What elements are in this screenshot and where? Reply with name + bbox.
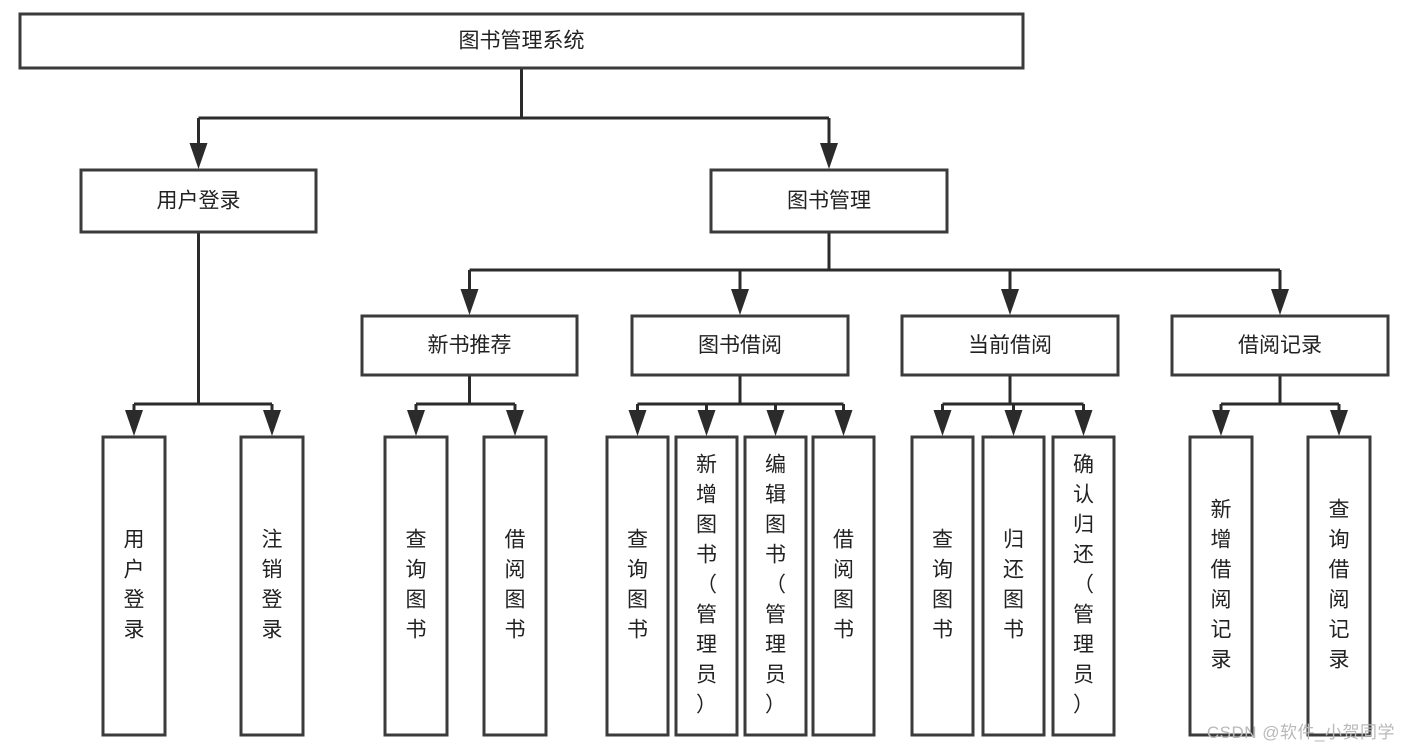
arrow-head-icon — [933, 410, 952, 436]
node-label-leaf-query-book-2: 查询图书 — [627, 529, 648, 642]
arrow-head-icon — [1212, 410, 1230, 436]
node-box-leaf-query-record[interactable] — [1306, 435, 1372, 737]
node-label-leaf-query-record: 查询借阅记录 — [1329, 499, 1350, 672]
node-leaf-add-book[interactable]: 新增图书（管理员） — [674, 435, 739, 737]
node-leaf-user-login[interactable]: 用户登录 — [101, 435, 167, 737]
node-box-leaf-add-book[interactable] — [674, 435, 739, 737]
arrow-head-icon — [697, 410, 716, 436]
node-label-current-borrow: 当前借阅 — [968, 334, 1052, 357]
arrow-head-icon — [1004, 410, 1023, 436]
node-box-leaf-borrow-book-2[interactable] — [811, 435, 876, 737]
node-box-leaf-add-record[interactable] — [1188, 435, 1254, 737]
node-leaf-borrow-book-2[interactable]: 借阅图书 — [811, 435, 876, 737]
arrow-head-icon — [263, 410, 281, 436]
arrow-head-icon — [628, 410, 647, 436]
node-label-book-borrow: 图书借阅 — [698, 334, 782, 357]
arrow-head-icon — [766, 410, 785, 436]
node-label-leaf-add-record: 新增借阅记录 — [1211, 499, 1232, 672]
node-leaf-query-book-3[interactable]: 查询图书 — [910, 435, 975, 737]
arrow-head-icon — [731, 289, 749, 315]
arrow-head-icon — [1330, 410, 1348, 436]
node-box-book-borrow[interactable] — [630, 314, 850, 377]
node-box-leaf-borrow-book-1[interactable] — [482, 435, 548, 737]
node-leaf-query-record[interactable]: 查询借阅记录 — [1306, 435, 1372, 737]
node-box-leaf-user-login[interactable] — [101, 435, 167, 737]
connector-layer — [125, 68, 1348, 436]
node-label-leaf-confirm-return: 确认归还（管理员） — [1073, 454, 1094, 717]
node-box-leaf-edit-book[interactable] — [743, 435, 808, 737]
arrow-head-icon — [407, 410, 425, 436]
node-box-leaf-return-book[interactable] — [981, 435, 1046, 737]
node-box-leaf-confirm-return[interactable] — [1051, 435, 1116, 737]
node-label-book-manage: 图书管理 — [787, 190, 871, 213]
node-box-leaf-user-logout[interactable] — [239, 435, 305, 737]
node-label-leaf-user-login: 用户登录 — [124, 529, 145, 642]
node-box-borrow-record[interactable] — [1170, 314, 1390, 377]
arrow-head-icon — [460, 289, 479, 315]
node-label-user-login: 用户登录 — [157, 190, 241, 213]
node-label-leaf-return-book: 归还图书 — [1003, 529, 1024, 642]
node-root[interactable]: 图书管理系统 — [18, 12, 1025, 70]
arrow-head-icon — [834, 410, 853, 436]
arrow-head-icon — [1271, 289, 1289, 315]
node-user-login[interactable]: 用户登录 — [79, 168, 318, 234]
node-label-leaf-add-book: 新增图书（管理员） — [696, 454, 717, 717]
node-label-leaf-borrow-book-1: 借阅图书 — [505, 529, 526, 642]
node-label-leaf-query-book-3: 查询图书 — [932, 529, 953, 642]
node-label-root: 图书管理系统 — [459, 30, 585, 53]
node-book-manage[interactable]: 图书管理 — [709, 168, 949, 234]
node-leaf-confirm-return[interactable]: 确认归还（管理员） — [1051, 435, 1116, 737]
node-label-leaf-user-logout: 注销登录 — [262, 529, 283, 642]
node-box-current-borrow[interactable] — [900, 314, 1120, 377]
arrow-head-icon — [189, 143, 208, 169]
node-box-book-manage[interactable] — [709, 168, 949, 234]
node-leaf-borrow-book-1[interactable]: 借阅图书 — [482, 435, 548, 737]
node-leaf-return-book[interactable]: 归还图书 — [981, 435, 1046, 737]
node-label-leaf-edit-book: 编辑图书（管理员） — [765, 454, 786, 717]
arrow-head-icon — [506, 410, 524, 436]
arrow-head-icon — [1074, 410, 1093, 436]
node-label-new-book-recommend: 新书推荐 — [428, 334, 512, 357]
node-leaf-add-record[interactable]: 新增借阅记录 — [1188, 435, 1254, 737]
node-leaf-query-book-1[interactable]: 查询图书 — [383, 435, 449, 737]
node-box-root[interactable] — [18, 12, 1025, 70]
node-leaf-edit-book[interactable]: 编辑图书（管理员） — [743, 435, 808, 737]
node-new-book-recommend[interactable]: 新书推荐 — [360, 314, 579, 377]
node-box-new-book-recommend[interactable] — [360, 314, 579, 377]
node-box-leaf-query-book-3[interactable] — [910, 435, 975, 737]
node-leaf-query-book-2[interactable]: 查询图书 — [605, 435, 670, 737]
node-leaf-user-logout[interactable]: 注销登录 — [239, 435, 305, 737]
arrow-head-icon — [125, 410, 143, 436]
node-label-borrow-record: 借阅记录 — [1238, 334, 1322, 357]
node-label-leaf-borrow-book-2: 借阅图书 — [833, 529, 854, 642]
node-box-leaf-query-book-2[interactable] — [605, 435, 670, 737]
node-layer: 图书管理系统用户登录图书管理新书推荐图书借阅当前借阅借阅记录用户登录注销登录查询… — [18, 12, 1390, 737]
node-current-borrow[interactable]: 当前借阅 — [900, 314, 1120, 377]
node-box-user-login[interactable] — [79, 168, 318, 234]
node-book-borrow[interactable]: 图书借阅 — [630, 314, 850, 377]
node-borrow-record[interactable]: 借阅记录 — [1170, 314, 1390, 377]
node-box-leaf-query-book-1[interactable] — [383, 435, 449, 737]
node-label-leaf-query-book-1: 查询图书 — [406, 529, 427, 642]
arrow-head-icon — [1001, 289, 1019, 315]
arrow-head-icon — [820, 143, 838, 169]
